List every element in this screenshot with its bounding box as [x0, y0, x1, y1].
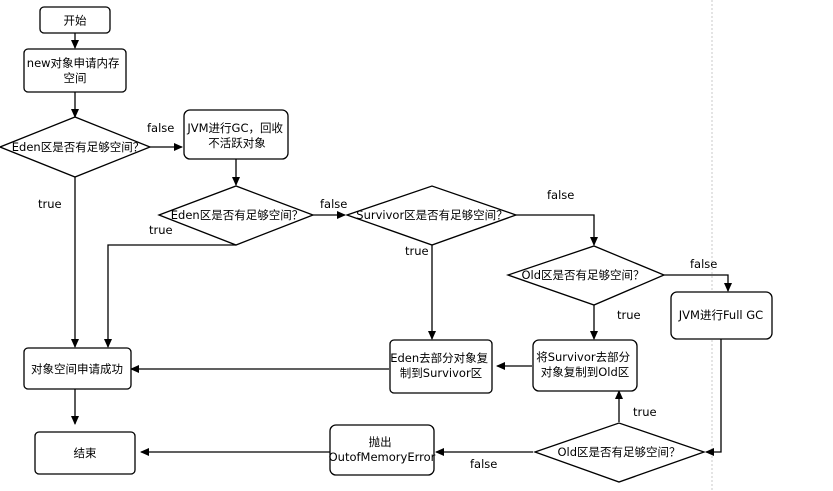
svg-text:将Survivor去部分 对象复制到Old区: 将Survivor去部分 对象复制到Old区	[536, 350, 634, 379]
label-old2-false: false	[470, 457, 497, 471]
label-eden2-false: false	[320, 197, 347, 211]
edges	[71, 33, 732, 456]
svg-text:抛出 OutofMemoryError: 抛出 OutofMemoryError	[329, 435, 436, 464]
label-eden1-true: true	[38, 197, 62, 211]
svg-text:Eden区是否有足够空间？: Eden区是否有足够空间？	[12, 140, 144, 154]
svg-text:JVM进行Full GC: JVM进行Full GC	[678, 308, 763, 322]
svg-text:new对象申请内存 空间: new对象申请内存 空间	[27, 56, 123, 85]
node-end: 结束	[34, 431, 136, 475]
edge-eden2-true	[104, 244, 236, 348]
svg-text:Survivor区是否有足够空间？: Survivor区是否有足够空间？	[356, 208, 507, 222]
node-start: 开始	[39, 6, 111, 34]
node-survivor-to-old: 将Survivor去部分 对象复制到Old区	[532, 339, 638, 392]
svg-text:Eden去部分对象复 制到Survivor区: Eden去部分对象复 制到Survivor区	[390, 351, 492, 380]
svg-text:结束: 结束	[74, 446, 97, 460]
node-old-check-2: Old区是否有足够空间？	[533, 422, 706, 483]
label-survivor-true: true	[405, 244, 429, 258]
edge-fullgc-to-old2	[705, 339, 722, 456]
svg-text:JVM进行GC，回收 不活跃对象: JVM进行GC，回收 不活跃对象	[186, 121, 286, 150]
node-oom: 抛出 OutofMemoryError	[329, 424, 436, 476]
svg-text:开始: 开始	[64, 14, 87, 28]
label-old1-true: true	[617, 308, 641, 322]
node-alloc: new对象申请内存 空间	[23, 48, 127, 93]
label-eden2-true: true	[149, 223, 173, 237]
label-old2-true: true	[633, 405, 657, 419]
node-jvm-gc: JVM进行GC，回收 不活跃对象	[183, 109, 289, 160]
edge-labels: false true false true false true false t…	[38, 121, 717, 471]
svg-text:Old区是否有足够空间？: Old区是否有足够空间？	[557, 445, 680, 459]
svg-text:对象空间申请成功: 对象空间申请成功	[31, 362, 123, 376]
label-eden1-false: false	[147, 121, 174, 135]
node-old-check-1: Old区是否有足够空间？	[505, 245, 666, 306]
node-full-gc: JVM进行Full GC	[670, 291, 773, 340]
node-survivor-check: Survivor区是否有足够空间？	[345, 185, 518, 246]
edge-survivor-false	[516, 214, 598, 246]
label-old1-false: false	[690, 257, 717, 271]
node-eden-check-2: Eden区是否有足够空间？	[157, 185, 315, 246]
svg-text:Old区是否有足够空间？: Old区是否有足够空间？	[521, 268, 644, 282]
edge-old1-false	[664, 274, 732, 292]
svg-text:Eden区是否有足够空间？: Eden区是否有足够空间？	[171, 208, 303, 222]
node-alloc-success: 对象空间申请成功	[23, 347, 132, 390]
label-survivor-false: false	[547, 188, 574, 202]
node-eden-check-1: Eden区是否有足够空间？	[0, 116, 152, 178]
node-eden-to-survivor: Eden去部分对象复 制到Survivor区	[389, 339, 493, 394]
